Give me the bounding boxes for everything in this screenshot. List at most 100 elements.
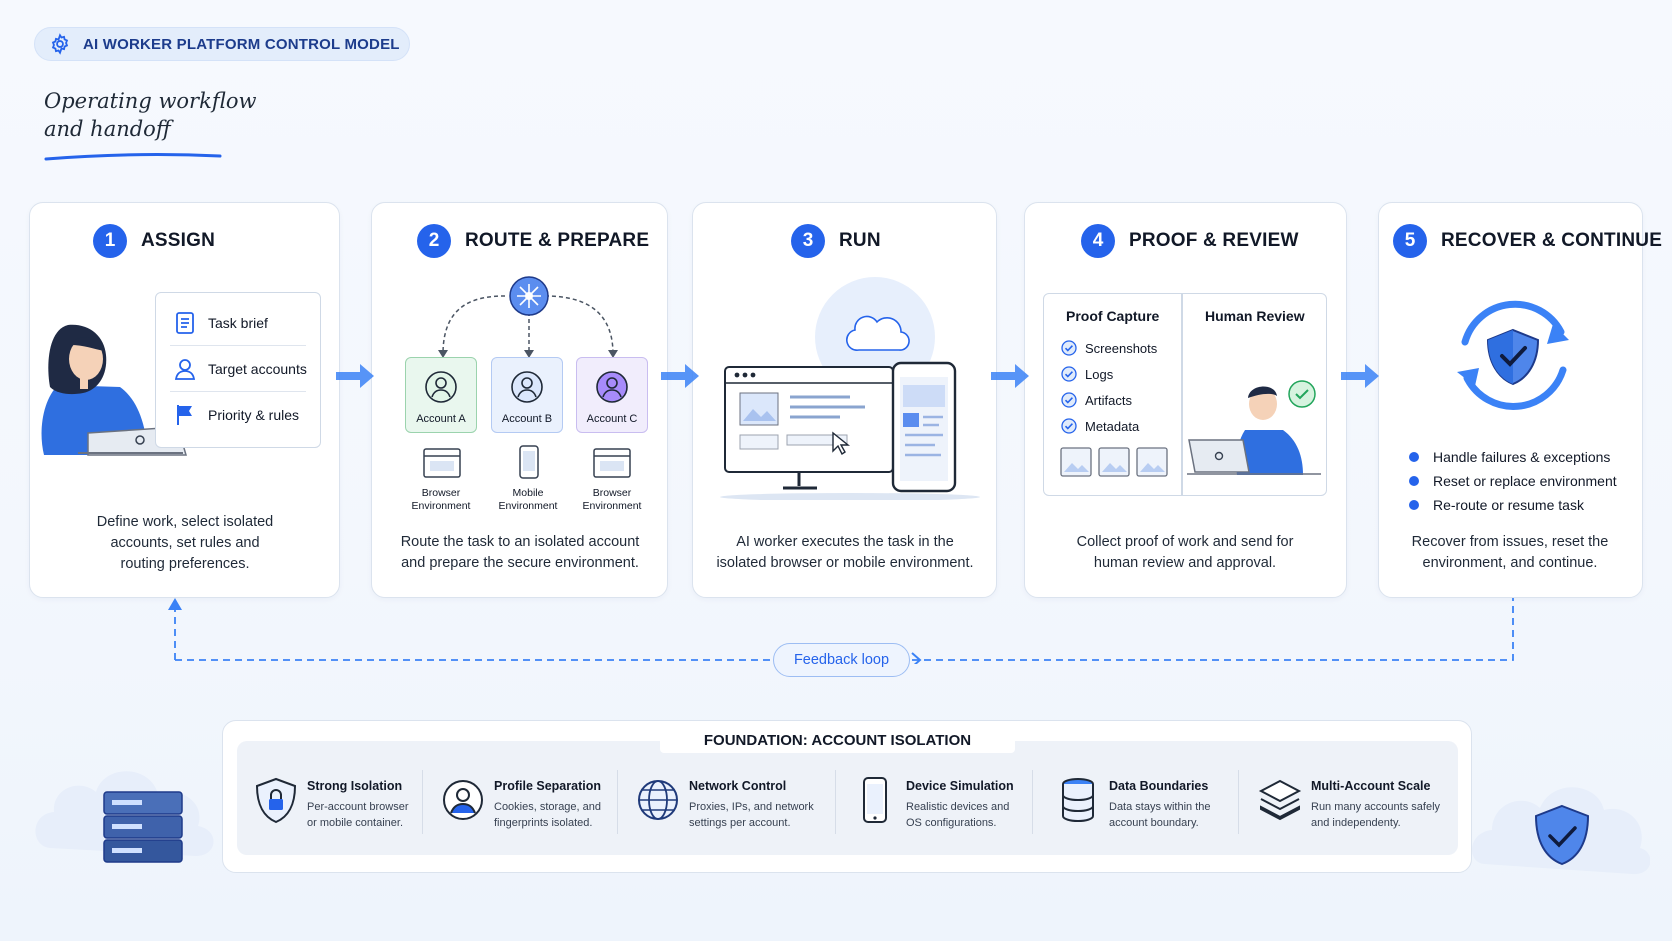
feature-title: Strong Isolation — [307, 779, 403, 793]
arrow-right-icon — [336, 364, 374, 388]
mobile-phone-icon — [519, 445, 539, 479]
feature-profile-separation: Profile Separation Cookies, storage, and… — [440, 775, 644, 831]
account-card-c: Account C — [576, 357, 648, 433]
desc-line: and prepare the secure environment. — [401, 555, 639, 571]
step-2-description: Route the task to an isolated account an… — [380, 532, 660, 574]
arrow-right-icon — [661, 364, 699, 388]
brief-item-task: Task brief — [174, 311, 268, 335]
gear-icon — [51, 33, 69, 55]
subtitle-line-1: Operating workflow — [44, 89, 257, 113]
account-label: Account A — [416, 413, 466, 425]
profile-icon — [443, 780, 483, 820]
run-environment-illustration — [720, 277, 980, 500]
flag-icon — [177, 405, 192, 425]
proof-item-label: Screenshots — [1085, 340, 1158, 356]
feature-network-control: Network Control Proxies, IPs, and networ… — [635, 775, 839, 831]
bullet-dot — [1409, 476, 1419, 486]
feature-line: OS configurations. — [906, 817, 997, 829]
step-1-description: Define work, select isolated accounts, s… — [40, 512, 330, 575]
desc-line: routing preferences. — [120, 556, 250, 572]
proof-item-label: Metadata — [1085, 418, 1140, 434]
environment-label: Browser Environment — [401, 487, 481, 513]
step-4-description: Collect proof of work and send for human… — [1030, 532, 1340, 574]
env-line: Mobile — [512, 487, 544, 499]
feature-title: Multi-Account Scale — [1311, 779, 1431, 793]
brief-item-label: Task brief — [208, 315, 268, 331]
shield-lock-icon — [255, 777, 297, 824]
feature-title: Profile Separation — [494, 779, 601, 793]
proof-item-label: Artifacts — [1085, 392, 1132, 408]
step-4-header: 4 PROOF & REVIEW — [1081, 224, 1299, 258]
human-reviewer-illustration — [1187, 380, 1321, 475]
bullet-dot — [1409, 452, 1419, 462]
divider — [1032, 770, 1033, 834]
arrow-right-icon — [991, 364, 1029, 388]
check-circle-icon — [1061, 392, 1077, 408]
env-line: Environment — [498, 500, 558, 512]
feature-title: Network Control — [689, 779, 787, 793]
step-number: 2 — [417, 224, 451, 258]
subtitle-line-2: and handoff — [44, 117, 171, 141]
bullet-label: Reset or replace environment — [1433, 473, 1617, 489]
feature-line: and independenty. — [1311, 817, 1401, 829]
divider — [170, 391, 306, 392]
desc-line: Collect proof of work and send for — [1076, 534, 1294, 550]
account-label: Account B — [501, 413, 553, 425]
feature-line: Cookies, storage, and — [494, 801, 602, 813]
step-2-header: 2 ROUTE & PREPARE — [417, 224, 649, 258]
desc-line: accounts, set rules and — [110, 535, 260, 551]
step-1-header: 1 ASSIGN — [93, 224, 215, 258]
brief-item-label: Priority & rules — [208, 407, 300, 423]
feature-line: Realistic devices and — [906, 801, 1010, 813]
user-avatar-icon — [425, 371, 457, 403]
bullet-label: Re-route or resume task — [1433, 497, 1584, 513]
feature-title: Device Simulation — [906, 779, 1014, 793]
browser-window-icon — [423, 448, 461, 478]
subtitle-underline — [44, 153, 222, 161]
check-circle-icon — [1061, 366, 1077, 382]
feature-line: account boundary. — [1109, 817, 1199, 829]
step-title: ASSIGN — [141, 230, 216, 251]
step-3-header: 3 RUN — [791, 224, 881, 258]
user-icon — [174, 359, 196, 380]
step-5-description: Recover from issues, reset the environme… — [1385, 532, 1635, 574]
account-card-a: Account A — [405, 357, 477, 433]
step-title: RUN — [839, 230, 881, 251]
proof-item: Screenshots — [1061, 340, 1157, 356]
check-circle-icon — [1061, 340, 1077, 356]
env-line: Browser — [592, 487, 632, 499]
feature-title: Data Boundaries — [1109, 779, 1209, 793]
step-number: 5 — [1393, 224, 1427, 258]
step-title: PROOF & REVIEW — [1129, 230, 1299, 251]
step-number: 4 — [1081, 224, 1115, 258]
header-pill-label: AI WORKER PLATFORM CONTROL MODEL — [83, 35, 400, 53]
environment-label: Browser Environment — [572, 487, 652, 513]
desc-line: human review and approval. — [1093, 555, 1277, 571]
step-title: ROUTE & PREPARE — [465, 230, 650, 251]
panel-divider — [1181, 294, 1183, 495]
globe-icon — [638, 780, 678, 820]
check-circle-icon — [1061, 418, 1077, 434]
recover-bullet: Handle failures & exceptions — [1409, 449, 1610, 465]
divider — [835, 770, 836, 834]
foundation-title: FOUNDATION: ACCOUNT ISOLATION — [660, 729, 1015, 753]
browser-window-icon — [593, 448, 631, 478]
step-number: 3 — [791, 224, 825, 258]
env-line: Browser — [421, 487, 461, 499]
feature-subtitle: Realistic devices and OS configurations. — [906, 799, 1056, 831]
arrow-right-icon — [1341, 364, 1379, 388]
brief-item-label: Target accounts — [208, 361, 307, 377]
feedback-loop-path — [168, 598, 1514, 664]
step-5-header: 5 RECOVER & CONTINUE — [1393, 224, 1662, 258]
proof-capture-title: Proof Capture — [1066, 308, 1160, 324]
desc-line: Recover from issues, reset the — [1411, 534, 1609, 550]
recover-bullet: Reset or replace environment — [1409, 473, 1617, 489]
database-icon — [1062, 778, 1094, 823]
page-subtitle: Operating workflow and handoff — [44, 87, 256, 143]
